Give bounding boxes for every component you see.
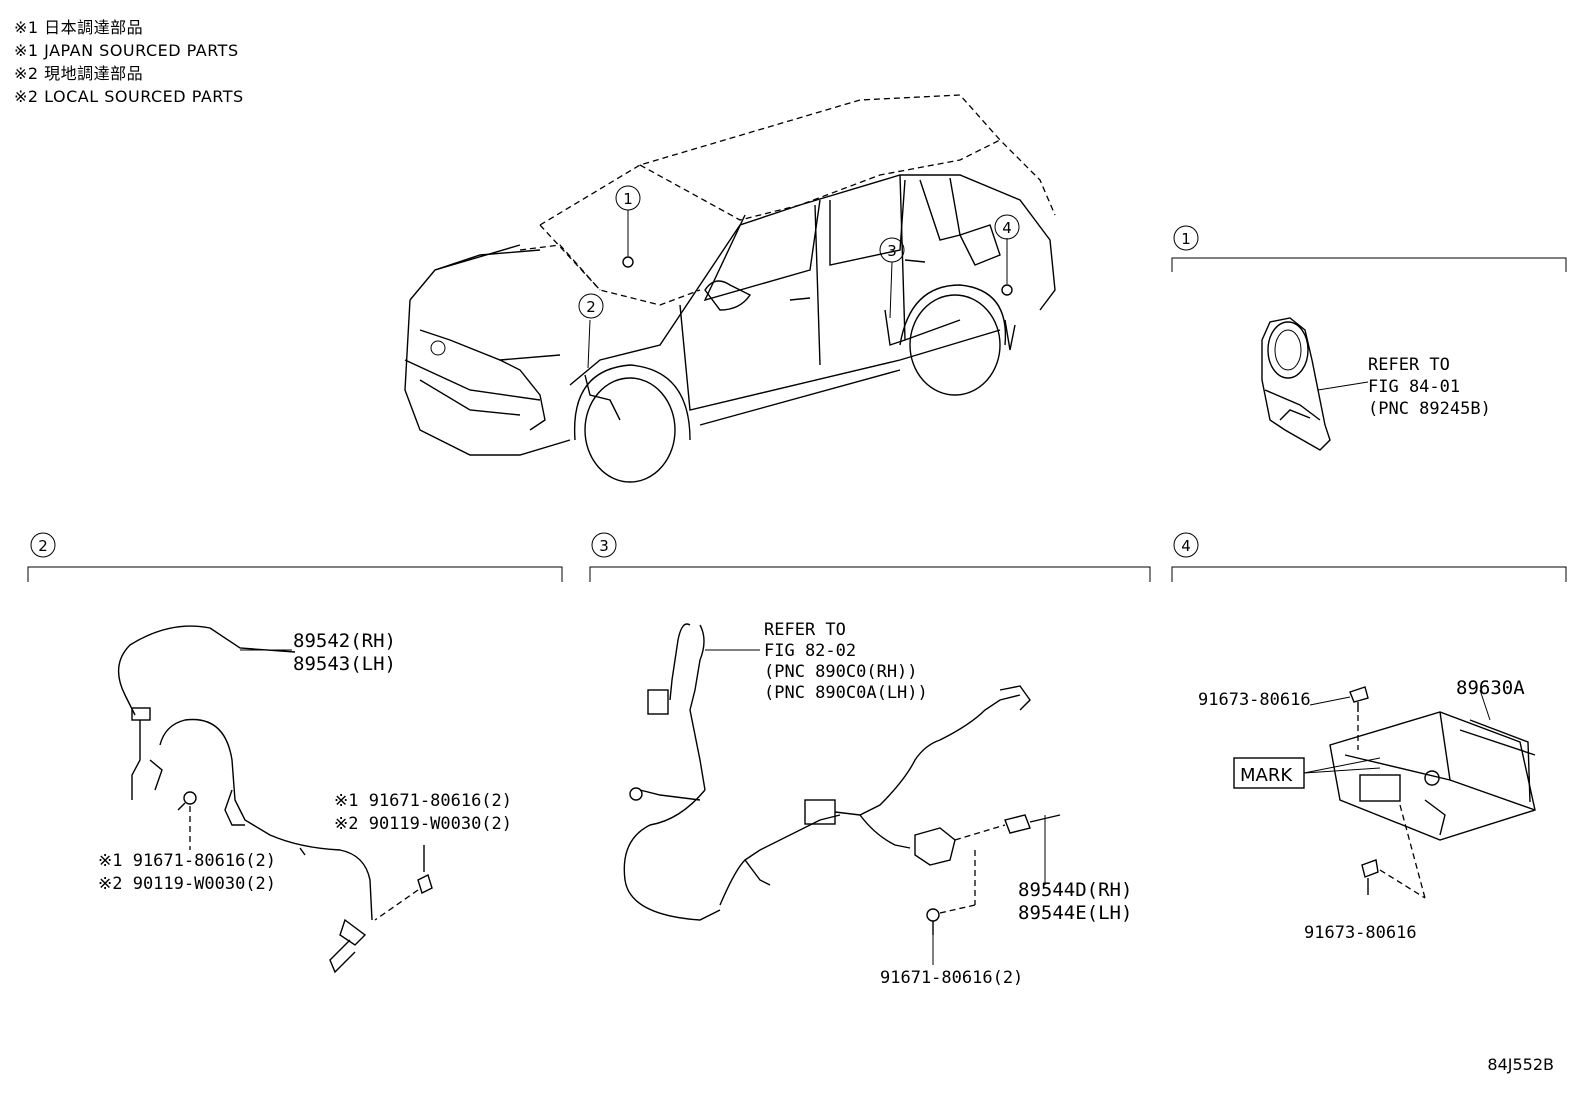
svg-text:1: 1: [1181, 230, 1191, 248]
mark-label: MARK: [1240, 765, 1293, 786]
note-japan-jp: ※1 日本調達部品: [14, 18, 144, 37]
svg-text:4: 4: [1181, 537, 1191, 555]
footnote-legend: ※1 日本調達部品 ※1 JAPAN SOURCED PARTS ※2 現地調達…: [14, 16, 244, 108]
bolt-91673-bottom: 91673-80616: [1304, 923, 1417, 943]
note-local-jp: ※2 現地調達部品: [14, 64, 144, 83]
svg-text:1: 1: [623, 190, 633, 208]
steering-sensor-illustration: [1261, 317, 1369, 451]
ref-fig-82-line4: (PNC 890C0A(LH)): [764, 683, 928, 703]
ref-fig-84-line1: REFER TO: [1368, 355, 1450, 375]
section-2-header: 2: [27, 532, 563, 582]
callout-3-vehicle: 3: [879, 237, 905, 263]
callout-2-vehicle: 2: [578, 293, 604, 319]
bolt-right-local: ※2 90119-W0030(2): [334, 814, 512, 834]
rear-harness-illustration: [623, 623, 1061, 965]
svg-text:4: 4: [1002, 219, 1012, 237]
part-89543-lh: 89543(LH): [293, 653, 396, 675]
vehicle-illustration: [404, 94, 1056, 483]
note-japan-en: ※1 JAPAN SOURCED PARTS: [14, 41, 239, 60]
front-speed-sensor-illustration: [117, 625, 433, 974]
ref-fig-82-line1: REFER TO: [764, 620, 846, 640]
ref-fig-84-line3: (PNC 89245B): [1368, 399, 1491, 419]
section-3-header: 3: [589, 532, 1151, 582]
section-1-header: 1: [1171, 225, 1567, 272]
note-local-en: ※2 LOCAL SOURCED PARTS: [14, 87, 244, 106]
part-89544d-rh: 89544D(RH): [1018, 879, 1132, 901]
svg-text:3: 3: [599, 537, 609, 555]
bolt-left-japan: ※1 91671-80616(2): [98, 851, 276, 871]
bolt-left-local: ※2 90119-W0030(2): [98, 874, 276, 894]
section-4-header: 4: [1171, 532, 1567, 582]
part-89542-rh: 89542(RH): [293, 630, 396, 652]
bolt-91671-sec3: 91671-80616(2): [880, 968, 1023, 988]
svg-text:2: 2: [586, 298, 596, 316]
svg-text:3: 3: [887, 242, 897, 260]
part-89630a: 89630A: [1456, 677, 1525, 699]
bolt-91673-top: 91673-80616: [1198, 690, 1311, 710]
ref-fig-82-line2: FIG 82-02: [764, 641, 856, 661]
ecu-illustration: [1233, 686, 1536, 899]
svg-text:2: 2: [38, 537, 48, 555]
bolt-right-japan: ※1 91671-80616(2): [334, 791, 512, 811]
drawing-code: 84J552B: [1487, 1055, 1554, 1074]
ref-fig-82-line3: (PNC 890C0(RH)): [764, 662, 918, 682]
part-89544e-lh: 89544E(LH): [1018, 902, 1132, 924]
ref-fig-84-line2: FIG 84-01: [1368, 377, 1460, 397]
callout-4-vehicle: 4: [994, 214, 1020, 240]
callout-1-vehicle: 1: [615, 185, 641, 211]
